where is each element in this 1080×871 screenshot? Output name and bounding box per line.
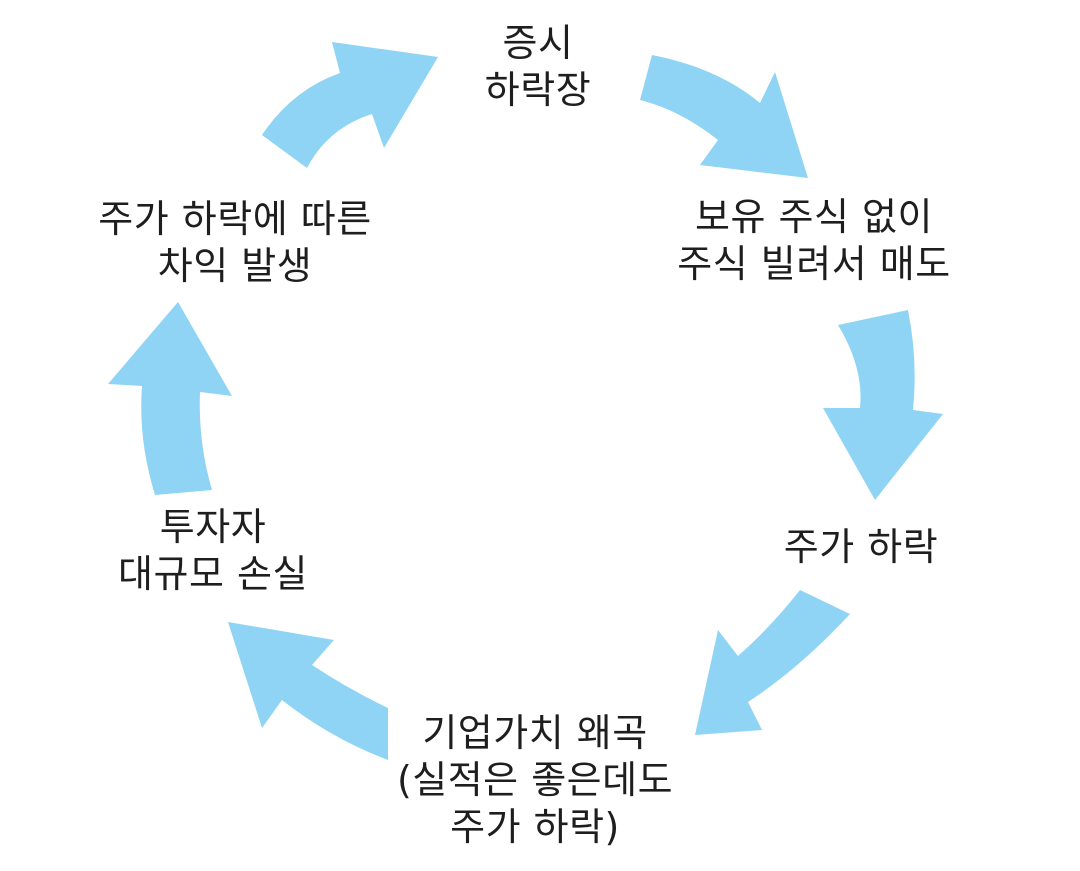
arrow-value-distortion-to-investor-loss	[228, 622, 388, 760]
node-value-distortion-line-2: (실적은 좋은데도	[396, 758, 674, 802]
node-price-drop: 주가 하락	[784, 524, 938, 571]
node-market-decline: 증시 하락장	[485, 20, 591, 114]
arrow-price-drop-to-value-distortion	[695, 590, 850, 735]
node-short-sell: 보유 주식 없이 주식 빌려서 매도	[677, 194, 950, 288]
node-value-distortion-line-3: 주가 하락)	[450, 805, 620, 849]
node-value-distortion-line-1: 기업가치 왜곡	[422, 711, 648, 755]
node-short-sell-line-2: 주식 빌려서 매도	[677, 242, 951, 286]
node-short-sell-line-1: 보유 주식 없이	[695, 195, 933, 239]
node-price-drop-line-1: 주가 하락	[783, 525, 939, 569]
arrow-short-sell-to-price-drop	[823, 310, 943, 500]
node-short-profit-line-2: 차익 발생	[157, 244, 313, 288]
arrow-profit-to-market-decline	[262, 42, 438, 168]
node-market-decline-line-2: 하락장	[484, 68, 592, 112]
node-market-decline-line-1: 증시	[502, 21, 574, 65]
node-investor-loss-line-2: 대규모 손실	[118, 552, 308, 596]
node-investor-loss: 투자자 대규모 손실	[118, 504, 308, 598]
node-short-profit-line-1: 주가 하락에 따른	[98, 197, 372, 241]
arrow-investor-loss-to-short-profit	[108, 302, 232, 495]
node-short-profit: 주가 하락에 따른 차익 발생	[98, 196, 371, 290]
node-investor-loss-line-1: 투자자	[159, 505, 267, 549]
arrow-market-decline-to-short-sell	[640, 55, 808, 178]
node-value-distortion: 기업가치 왜곡 (실적은 좋은데도 주가 하락)	[397, 710, 673, 851]
